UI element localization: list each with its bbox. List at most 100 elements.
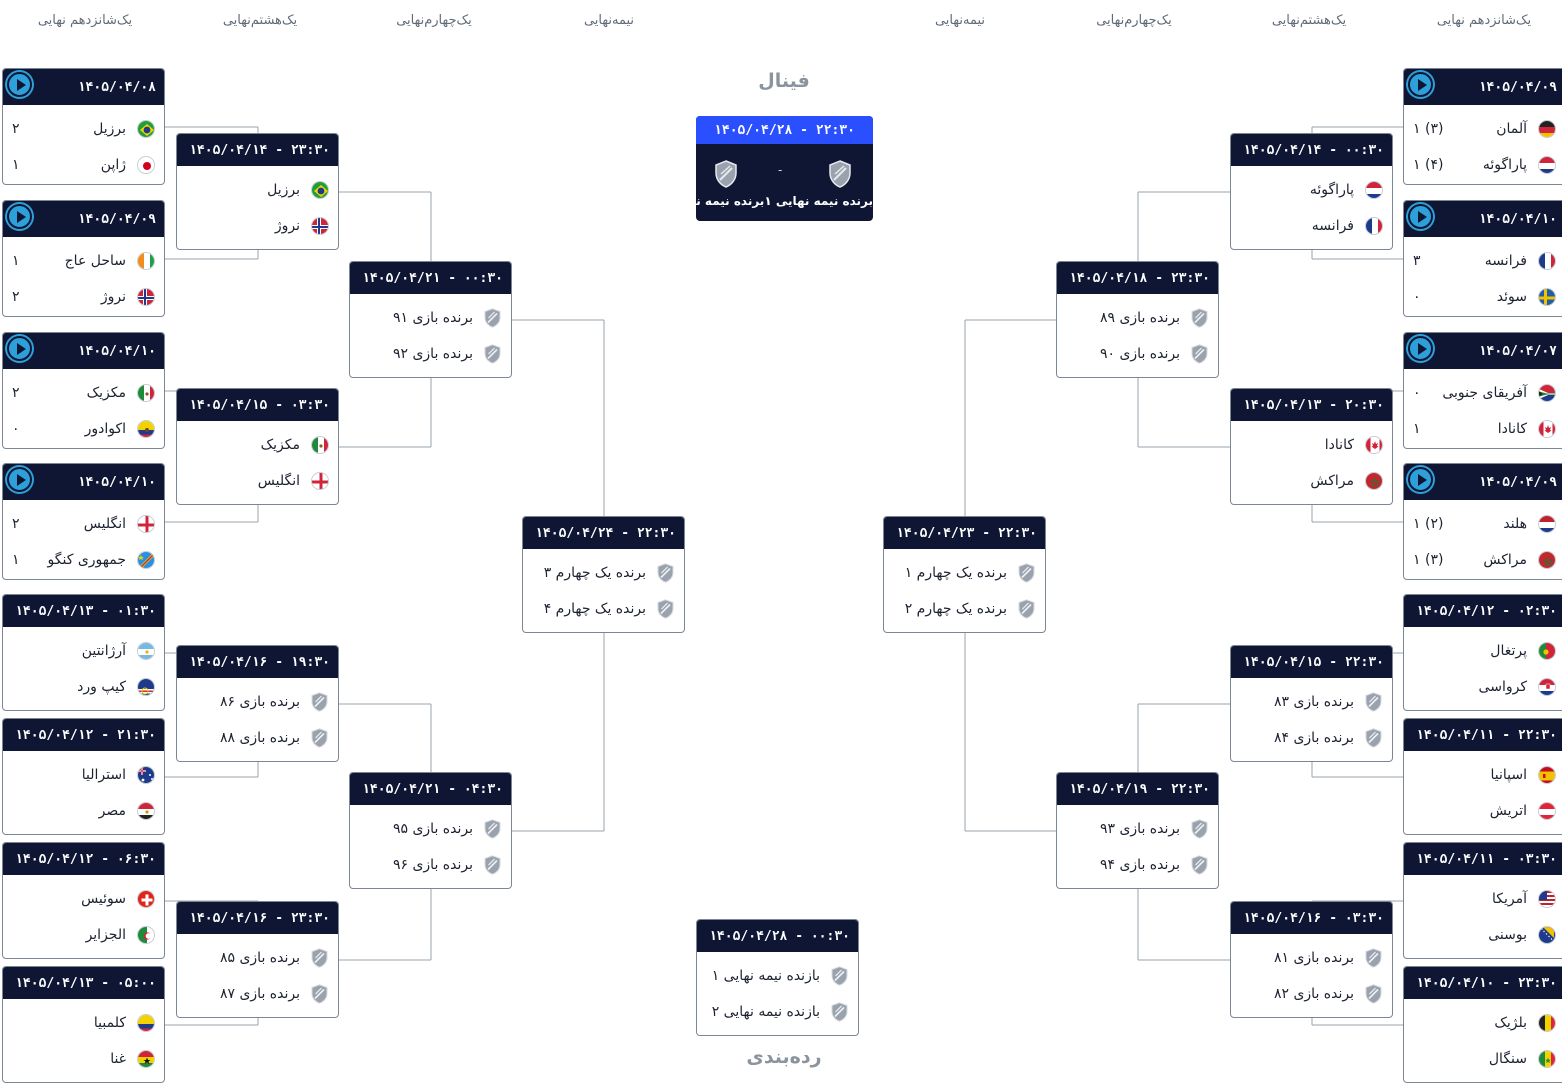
team-row[interactable]: برنده بازی ۸۷ [177, 976, 338, 1012]
team-row[interactable]: برنده بازی ۸۸ [177, 720, 338, 756]
team-row[interactable]: برنده بازی ۹۳ [1057, 811, 1218, 847]
team-row[interactable]: برنده یک چهارم ۴ [523, 591, 684, 627]
team-row[interactable]: بلژیک [1404, 1005, 1562, 1041]
team-row[interactable]: برنده بازی ۸۳ [1231, 684, 1392, 720]
play-video-icon[interactable] [1408, 204, 1433, 229]
play-video-icon[interactable] [1408, 72, 1433, 97]
team-row[interactable]: کیپ ورد [3, 669, 164, 705]
play-video-icon[interactable] [7, 204, 32, 229]
team-row[interactable]: برزیل [177, 172, 338, 208]
team-row[interactable]: مراکش [1231, 463, 1392, 499]
team-row[interactable]: برنده یک چهارم ۳ [523, 555, 684, 591]
team-row[interactable]: برنده بازی ۸۹ [1057, 300, 1218, 336]
team-row[interactable]: پاراگوئه(۴) ۱ [1404, 147, 1562, 183]
team-row[interactable]: مراکش(۳) ۱ [1404, 542, 1562, 578]
team-row[interactable]: بازنده نیمه نهایی ۲ [697, 994, 858, 1030]
team-row[interactable]: استرالیا [3, 757, 164, 793]
team-row[interactable]: هلند(۲) ۱ [1404, 506, 1562, 542]
play-video-icon[interactable] [1408, 336, 1433, 361]
team-row[interactable]: برنده بازی ۸۴ [1231, 720, 1392, 756]
team-row[interactable]: برنده بازی ۸۶ [177, 684, 338, 720]
play-video-icon[interactable] [7, 336, 32, 361]
final-match-card[interactable]: ۱۴۰۵/۰۴/۲۸ - ۲۲:۳۰ - برنده نیمه نهایی ۱ب… [696, 116, 873, 221]
team-row[interactable]: مکزیک [177, 427, 338, 463]
team-row[interactable]: برنده بازی ۹۲ [350, 336, 511, 372]
team-row[interactable]: غنا [3, 1041, 164, 1077]
team-row[interactable]: برنده بازی ۹۶ [350, 847, 511, 883]
team-row[interactable]: پرتغال [1404, 633, 1562, 669]
team-row[interactable]: نروژ [177, 208, 338, 244]
play-video-icon[interactable] [7, 72, 32, 97]
team-row[interactable]: برنده بازی ۸۵ [177, 940, 338, 976]
team-row[interactable]: آلمان(۳) ۱ [1404, 111, 1562, 147]
team-row[interactable]: برنده یک چهارم ۱ [884, 555, 1045, 591]
team-row[interactable]: بازنده نیمه نهایی ۱ [697, 958, 858, 994]
team-row[interactable]: الجزایر [3, 917, 164, 953]
team-row[interactable]: اتریش [1404, 793, 1562, 829]
team-row[interactable]: کرواسی [1404, 669, 1562, 705]
team-row[interactable]: مصر [3, 793, 164, 829]
team-row[interactable]: فرانسه [1231, 208, 1392, 244]
team-row[interactable]: کلمبیا [3, 1005, 164, 1041]
team-row[interactable]: برنده بازی ۹۱ [350, 300, 511, 336]
team-row[interactable]: آرژانتین [3, 633, 164, 669]
team-row[interactable]: برنده بازی ۹۰ [1057, 336, 1218, 372]
play-video-icon[interactable] [7, 467, 32, 492]
team-row[interactable]: برنده بازی ۸۱ [1231, 940, 1392, 976]
team-row[interactable]: برنده بازی ۹۴ [1057, 847, 1218, 883]
team-row[interactable]: سنگال [1404, 1041, 1562, 1077]
team-row[interactable]: پاراگوئه [1231, 172, 1392, 208]
play-video-icon[interactable] [1408, 467, 1433, 492]
team-row[interactable]: برنده یک چهارم ۲ [884, 591, 1045, 627]
team-row[interactable]: برنده بازی ۹۵ [350, 811, 511, 847]
team-row[interactable]: بوسنی [1404, 917, 1562, 953]
team-row[interactable]: انگلیس [177, 463, 338, 499]
team-row[interactable]: کانادا [1231, 427, 1392, 463]
team-row[interactable]: اسپانیا [1404, 757, 1562, 793]
team-row[interactable]: برنده بازی ۸۲ [1231, 976, 1392, 1012]
